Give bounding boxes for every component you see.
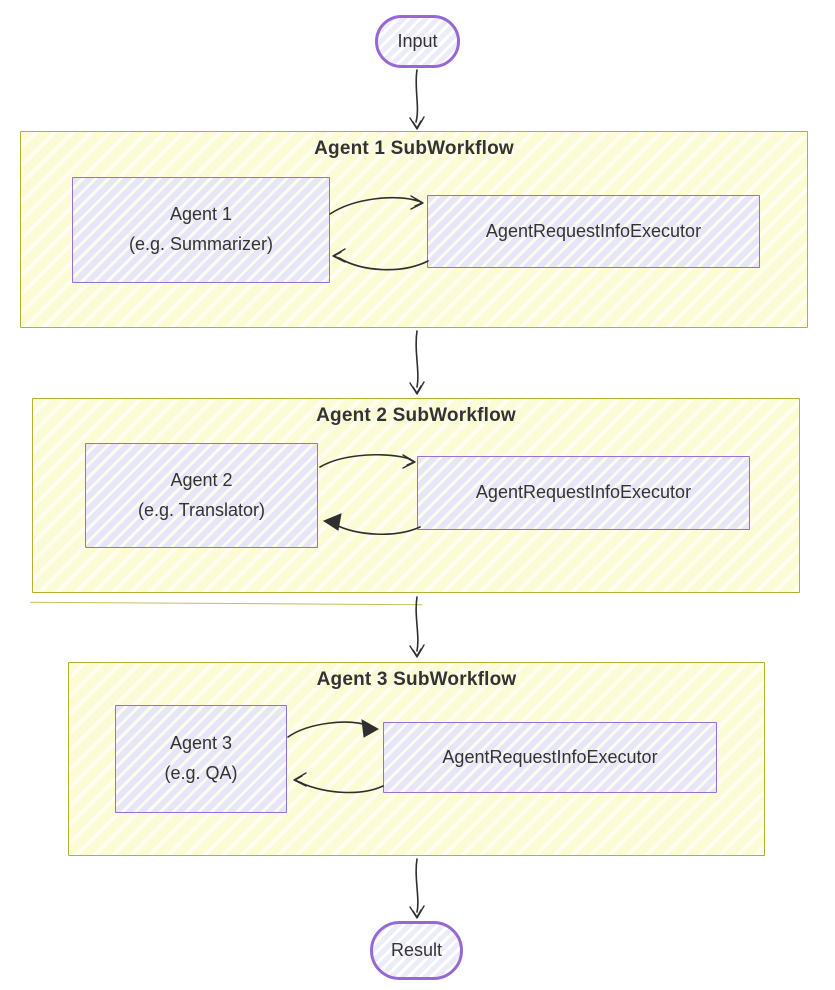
- result-node: Result: [370, 921, 463, 980]
- agent-2-name: Agent 2: [170, 469, 233, 490]
- subworkflow-2-title: Agent 2 SubWorkflow: [316, 405, 516, 426]
- input-node-label: Input: [397, 31, 438, 51]
- edge-input-to-subworkflow-1: [409, 69, 425, 130]
- agent-3-role: (e.g. QA): [164, 763, 238, 783]
- edge-subworkflow-3-to-result: [409, 858, 425, 919]
- agent-1-node: Agent 1 (e.g. Summarizer): [72, 177, 330, 283]
- agent-1-executor-node: AgentRequestInfoExecutor: [427, 195, 760, 268]
- agent-1-role: (e.g. Summarizer): [128, 234, 274, 254]
- edge-subworkflow-1-to-2: [409, 330, 425, 395]
- agent-2-executor-node: AgentRequestInfoExecutor: [417, 456, 750, 530]
- agent-3-executor-node: AgentRequestInfoExecutor: [383, 722, 717, 793]
- agent-1-name: Agent 1: [169, 204, 233, 225]
- edge-subworkflow-2-to-3: [409, 596, 425, 658]
- result-node-label: Result: [390, 940, 443, 960]
- agent-2-role: (e.g. Translator): [137, 499, 266, 520]
- subworkflow-3-title: Agent 3 SubWorkflow: [316, 669, 517, 690]
- agent-2-executor-label: AgentRequestInfoExecutor: [475, 482, 692, 503]
- agent-1-executor-label: AgentRequestInfoExecutor: [485, 220, 702, 241]
- subworkflow-1-title: Agent 1 SubWorkflow: [314, 138, 514, 159]
- agent-3-node: Agent 3 (e.g. QA): [115, 705, 287, 813]
- agent-3-executor-label: AgentRequestInfoExecutor: [442, 746, 658, 767]
- input-node: Input: [375, 15, 460, 68]
- agent-2-node: Agent 2 (e.g. Translator): [85, 443, 318, 548]
- sketch-overdraw-line: [30, 601, 422, 606]
- agent-3-name: Agent 3: [169, 733, 233, 754]
